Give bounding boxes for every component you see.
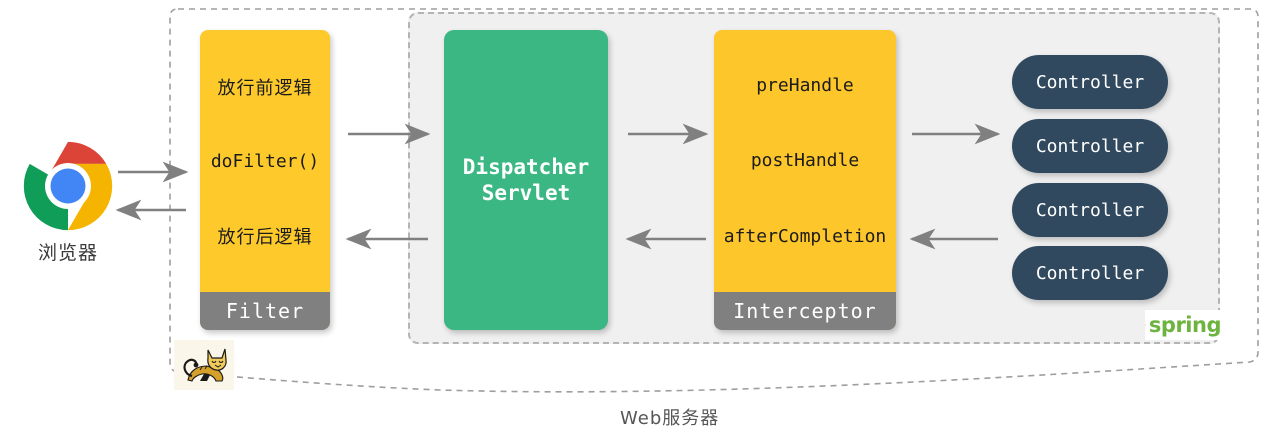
controller-pill-3[interactable]: Controller [1012, 183, 1168, 237]
browser-node: 浏览器 [8, 140, 128, 265]
controller-pill-4[interactable]: Controller [1012, 246, 1168, 300]
browser-label: 浏览器 [37, 242, 98, 264]
controller-pill-1[interactable]: Controller [1012, 55, 1168, 109]
interceptor-footer-label: Interceptor [714, 292, 896, 330]
filter-line-post: 放行后逻辑 [217, 226, 313, 248]
spring-wordmark: spring [1148, 313, 1222, 337]
tomcat-logo [174, 340, 234, 390]
filter-line-dofilter: doFilter() [210, 150, 320, 172]
tomcat-cat-icon [174, 340, 234, 390]
spring-leaf-icon [1145, 324, 1146, 326]
interceptor-line-aftercompletion: afterCompletion [723, 225, 887, 247]
dispatcher-servlet-card[interactable]: Dispatcher Servlet [444, 30, 608, 330]
chrome-logo-icon [23, 141, 113, 231]
controller-pill-2[interactable]: Controller [1012, 119, 1168, 173]
interceptor-body: preHandle postHandle afterCompletion [714, 30, 896, 292]
spring-logo: spring [1145, 310, 1222, 340]
filter-body: 放行前逻辑 doFilter() 放行后逻辑 [200, 30, 330, 292]
filter-card[interactable]: 放行前逻辑 doFilter() 放行后逻辑 Filter [200, 30, 330, 330]
web-server-label: Web服务器 [620, 408, 720, 429]
dispatcher-servlet-label: Dispatcher Servlet [462, 154, 590, 205]
interceptor-line-posthandle: postHandle [750, 150, 860, 172]
interceptor-card[interactable]: preHandle postHandle afterCompletion Int… [714, 30, 896, 330]
filter-footer-label: Filter [200, 292, 330, 330]
filter-line-pre: 放行前逻辑 [217, 77, 313, 99]
interceptor-line-prehandle: preHandle [756, 75, 854, 97]
